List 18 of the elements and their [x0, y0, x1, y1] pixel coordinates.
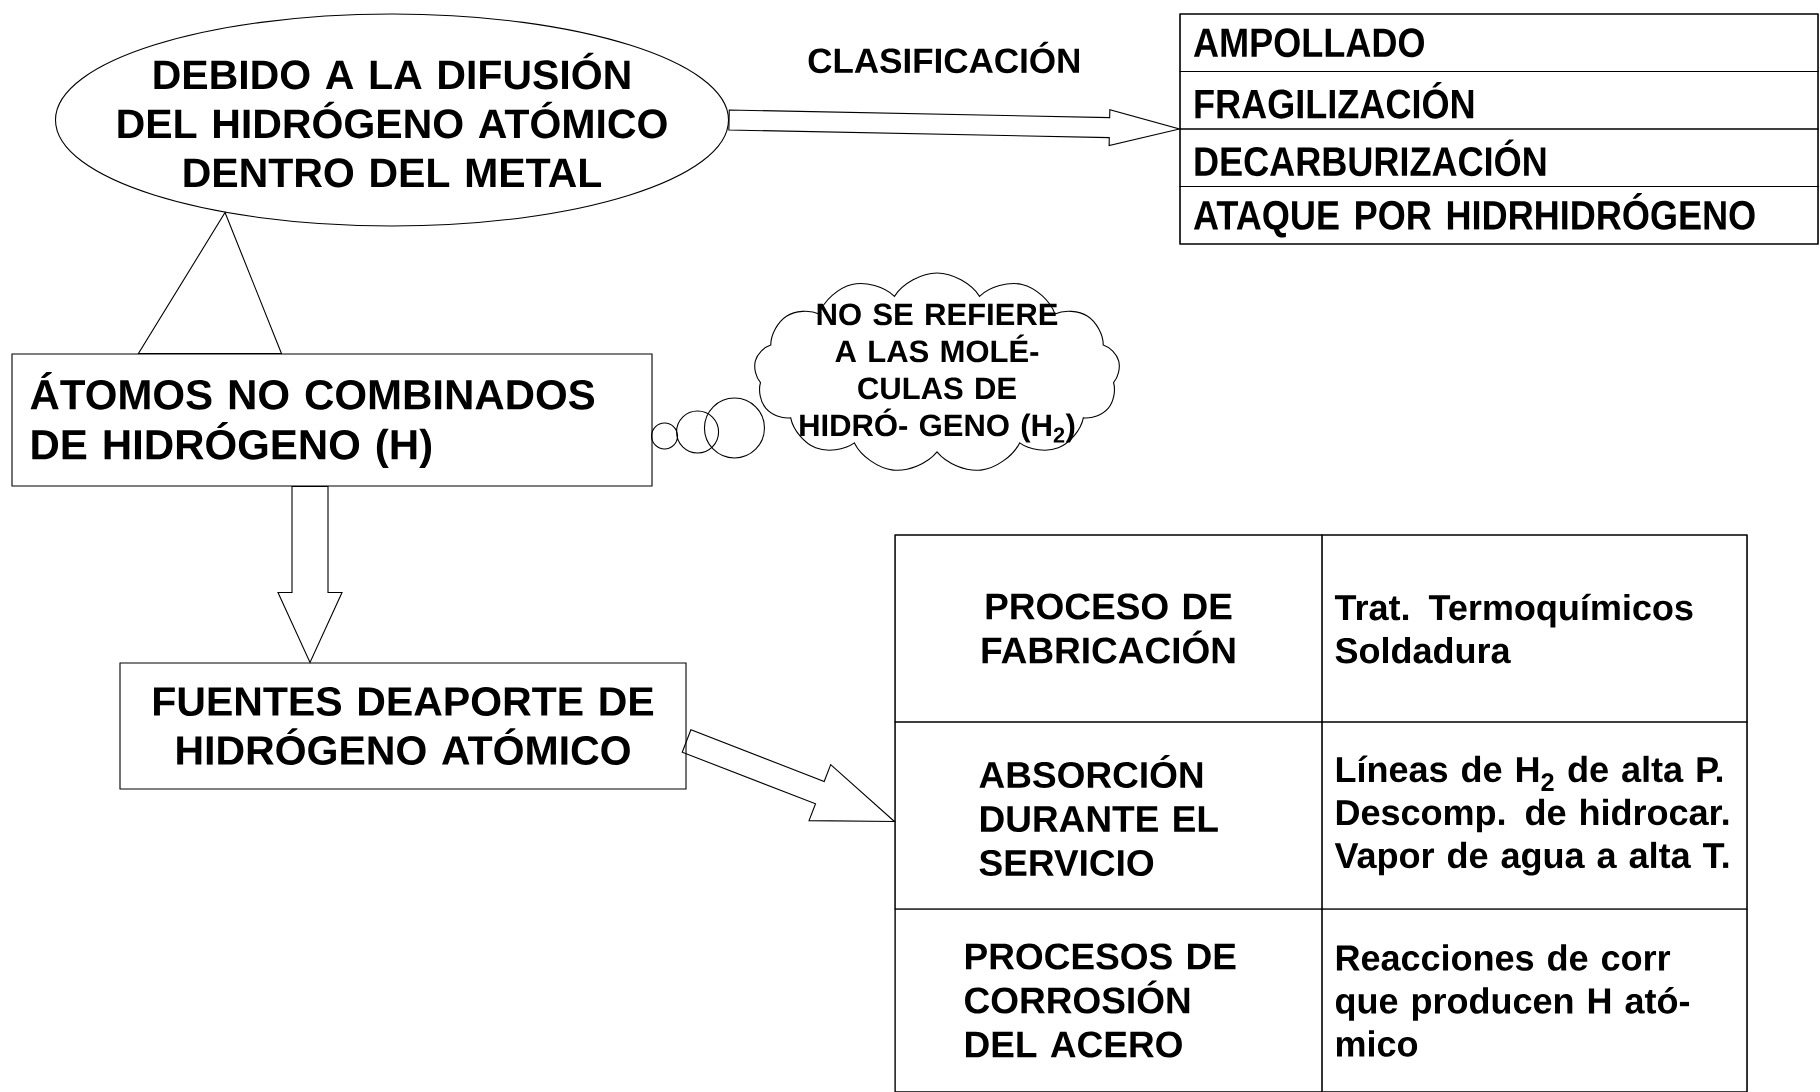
table-cell: ABSORCIÓN DURANTE EL SERVICIO [894, 721, 1323, 910]
thought-bubbles [651, 397, 765, 459]
table-row: DECARBURIZACIÓN [1179, 128, 1819, 188]
table-cell: Reacciones de corr que producen H ató- mico [1321, 908, 1748, 1092]
table-cell: PROCESO DE FABRICACIÓN [894, 534, 1323, 723]
text-box: ÁTOMOS NO COMBINADOS DE HIDRÓGENO (H) [11, 353, 653, 487]
edge-label: CLASIFICACIÓN [805, 39, 1084, 76]
table-row: FRAGILIZACIÓN [1179, 70, 1819, 130]
block-arrow [277, 486, 343, 664]
table-cell: Trat. Termoquímicos Soldadura [1321, 534, 1748, 723]
table-cell: PROCESOS DE CORROSIÓN DEL ACERO [894, 908, 1323, 1092]
table-row: ATAQUE POR HIDRHIDRÓGENO [1179, 185, 1819, 245]
thought-cloud: NO SE REFIERE A LAS MOLÉ- CULAS DE HIDRÓ- GENO (H$_{2}$) [754, 272, 1120, 471]
block-arrow [728, 108, 1182, 147]
table-row: AMPOLLADO [1179, 13, 1819, 73]
text-box: FUENTES DEAPORTE DE HIDRÓGENO ATÓMICO [119, 662, 687, 790]
block-arrow [681, 729, 896, 823]
table-cell: Líneas de H$_{2}$ de alta P. Descomp. de hidrocar. Vapor de agua a alta T. [1321, 721, 1748, 910]
